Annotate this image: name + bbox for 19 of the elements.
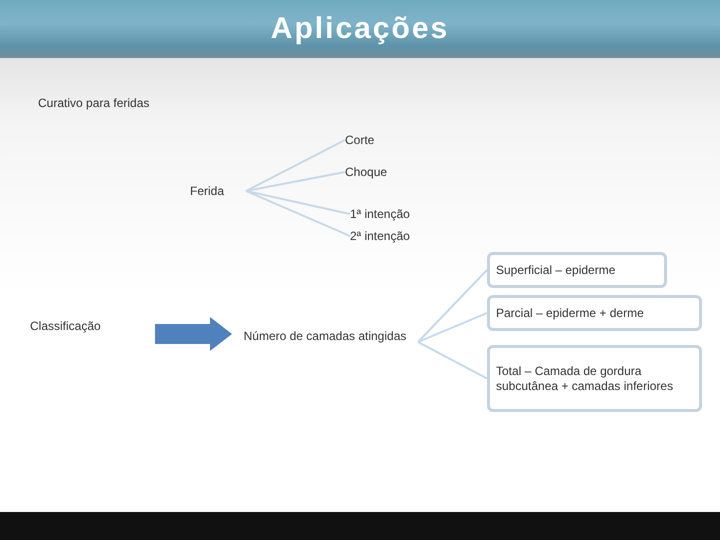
connector-line xyxy=(418,312,488,343)
block-arrow xyxy=(155,317,232,351)
connector-line xyxy=(246,190,350,237)
node-text: Número de camadas atingidas xyxy=(232,314,418,358)
node-text: Classificação xyxy=(30,316,155,336)
node-text: 2ª intenção xyxy=(350,226,450,246)
text-box: Superficial – epiderme xyxy=(487,252,667,288)
heading-text: Curativo para feridas xyxy=(38,96,150,110)
connector-line xyxy=(246,139,346,192)
text-box: Total – Camada de gordura subcutânea + camadas inferiores xyxy=(487,345,702,412)
connector-line xyxy=(417,269,488,343)
connector-line xyxy=(418,341,488,380)
node-text: Corte xyxy=(345,130,405,150)
slide-title: Aplicações xyxy=(270,12,450,46)
text-box: Parcial – epiderme + derme xyxy=(487,295,702,331)
node-text: Ferida xyxy=(190,181,246,201)
node-text: Choque xyxy=(345,162,415,182)
node-text: 1ª intenção xyxy=(350,204,450,224)
connector-line xyxy=(246,190,350,215)
